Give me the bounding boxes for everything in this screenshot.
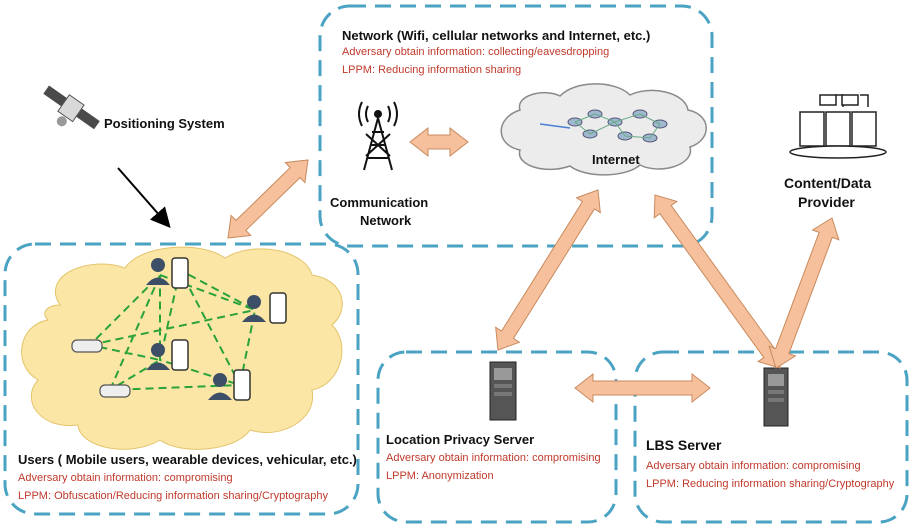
arrow-users-network [227,159,309,239]
internet-label: Internet [592,152,640,167]
cell-tower-icon [358,101,398,171]
users-adversary: Adversary obtain information: compromisi… [18,472,233,484]
arrow-provider-lbs [768,217,840,369]
users-lppm: LPPM: Obfuscation/Reducing information s… [18,490,328,502]
car-icons [71,339,131,398]
lps-title: Location Privacy Server [386,432,535,447]
lbs-title: LBS Server [646,437,722,453]
satellite-icon [43,85,100,130]
network-adversary: Adversary obtain information: collecting… [342,46,610,58]
positioning-label: Positioning System [104,116,225,131]
positioning-arrow [117,167,171,229]
arrow-internet-lps [495,189,601,351]
provider-label-1: Content/Data [784,175,872,191]
lbs-lppm: LPPM: Reducing information sharing/Crypt… [646,478,895,490]
internet-cloud [500,83,707,176]
lbs-adversary: Adversary obtain information: compromisi… [646,460,861,472]
arrow-internet-lbs [653,194,782,369]
arrow-lps-lbs [574,372,711,404]
network-box [318,4,714,248]
lps-lppm: LPPM: Anonymization [386,470,494,482]
comm-network-label-2: Network [360,213,412,228]
network-title: Network (Wifi, cellular networks and Int… [342,28,651,43]
phone-icons [171,257,287,401]
lps-server-icon [489,361,517,421]
users-title: Users ( Mobile users, wearable devices, … [18,452,357,467]
provider-label-2: Provider [798,194,855,210]
arrow-tower-internet [409,126,469,158]
provider-servers-icon [789,94,887,159]
lbs-server-icon [763,367,789,427]
user-icons [146,258,266,400]
network-lppm: LPPM: Reducing information sharing [342,64,522,76]
lps-box [376,350,618,524]
lps-adversary: Adversary obtain information: compromisi… [386,452,601,464]
comm-network-label-1: Communication [330,195,429,210]
